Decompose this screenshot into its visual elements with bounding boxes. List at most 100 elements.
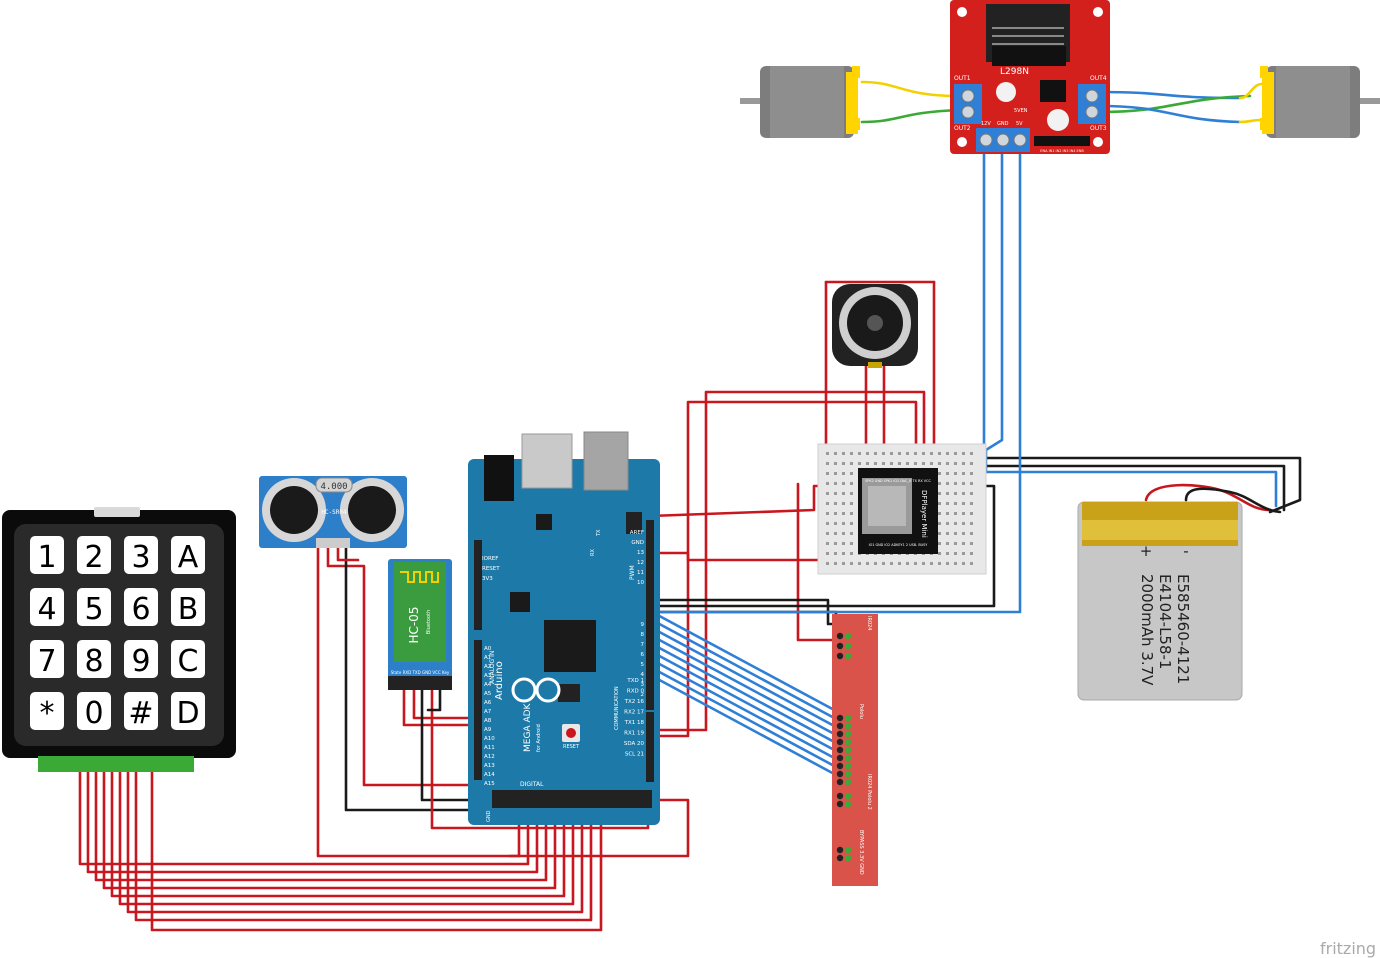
- breadboard-hole: [842, 472, 845, 475]
- arduino-reset-label: RESET: [563, 744, 580, 750]
- breadboard-hole: [954, 452, 957, 455]
- breadboard-hole: [842, 482, 845, 485]
- keypad-key-label: 3: [131, 540, 150, 575]
- breadboard-hole: [954, 522, 957, 525]
- arduino-pin-label: A4: [484, 682, 492, 688]
- breadboard-hole: [954, 542, 957, 545]
- arduino-pin-label: 11: [637, 570, 644, 576]
- breadboard-hole: [946, 482, 949, 485]
- motor-wires: [860, 80, 1264, 124]
- breadboard-hole: [834, 452, 837, 455]
- ir-pin: [836, 846, 844, 854]
- ir-pin: [836, 778, 844, 786]
- breadboard-hole: [834, 552, 837, 555]
- keypad-key: [30, 692, 64, 730]
- breadboard-hole: [834, 472, 837, 475]
- breadboard-hole: [946, 552, 949, 555]
- arduino-pin-label: TX1 18: [624, 720, 645, 726]
- arduino-tx-label: TX: [596, 529, 602, 537]
- breadboard-hole: [842, 502, 845, 505]
- breadboard-hole: [962, 512, 965, 515]
- breadboard-hole: [938, 522, 941, 525]
- breadboard-hole: [954, 462, 957, 465]
- driver-inputs-label: ENA IN1 IN2 IN3 IN4 ENB: [1040, 149, 1084, 153]
- arduino-pin-label: RX2 17: [624, 710, 644, 716]
- arduino-digital-label: DIGITAL: [520, 781, 544, 788]
- keypad-key-label: C: [178, 644, 199, 679]
- arduino-pin-label: A10: [484, 736, 495, 742]
- breadboard-hole: [826, 462, 829, 465]
- arduino-pin-label: A9: [484, 727, 492, 733]
- breadboard-hole: [898, 562, 901, 565]
- arduino-pin-label: A1: [484, 655, 491, 661]
- ir-pin: [844, 652, 852, 660]
- bluetooth-pins-label: State RXD TXD GND VCC Key: [391, 670, 450, 675]
- driver-out3-label: OUT3: [1090, 125, 1107, 132]
- ir-sensor-strip: IR024 Pololu IR024 Pololu 2 BYPASS 3.3V …: [832, 614, 878, 886]
- breadboard-hole: [874, 452, 877, 455]
- breadboard-hole: [842, 532, 845, 535]
- breadboard-hole: [954, 532, 957, 535]
- ir-pin: [844, 738, 852, 746]
- breadboard-hole: [834, 542, 837, 545]
- lipo-battery: + - E585460-4121 E4104-L58-1 2000mAh 3.7…: [1077, 501, 1243, 701]
- breadboard-hole: [842, 522, 845, 525]
- ir-pin: [836, 746, 844, 754]
- breadboard-hole: [850, 492, 853, 495]
- keypad-key-label: 6: [131, 592, 150, 627]
- breadboard-hole: [970, 472, 973, 475]
- breadboard-hole: [946, 492, 949, 495]
- l298n-driver: L298N OUT1 OUT2 OUT4 OUT3 12V GND 5V 5VE…: [950, 0, 1110, 154]
- breadboard-hole: [930, 452, 933, 455]
- breadboard-hole: [850, 482, 853, 485]
- breadboard-hole: [850, 462, 853, 465]
- arduino-pin-label: RX1 19: [624, 731, 644, 737]
- arduino-rx-label: RX: [590, 549, 596, 556]
- breadboard-hole: [874, 462, 877, 465]
- breadboard-hole: [890, 462, 893, 465]
- ir-pin: [844, 754, 852, 762]
- breadboard-hole: [954, 502, 957, 505]
- breadboard-hole: [970, 492, 973, 495]
- ir-pin: [836, 754, 844, 762]
- breadboard-hole: [834, 492, 837, 495]
- dfplayer-mini: DFPlayer Mini SPK2 GND SPK1 IO2 DAC_R TX…: [858, 468, 938, 554]
- ir-pin: [844, 722, 852, 730]
- breadboard-hole: [946, 502, 949, 505]
- bluetooth-sub-label: Bluetooth: [426, 610, 432, 634]
- arduino-pin-label: SCL 21: [625, 752, 644, 758]
- ir-label-2: Pololu: [858, 704, 864, 719]
- keypad-key: [30, 536, 64, 574]
- breadboard-hole: [946, 472, 949, 475]
- breadboard-hole: [834, 482, 837, 485]
- keypad-key-label: 4: [37, 592, 56, 627]
- battery-plus: +: [1140, 542, 1153, 560]
- ir-pin: [844, 762, 852, 770]
- keypad-face: [14, 524, 224, 746]
- breadboard-hole: [954, 492, 957, 495]
- breadboard-hole: [842, 452, 845, 455]
- breadboard-hole: [954, 552, 957, 555]
- ir-pin: [836, 762, 844, 770]
- breadboard-hole: [898, 452, 901, 455]
- battery-line3: 2000mAh 3.7V: [1138, 574, 1156, 686]
- breadboard-hole: [850, 542, 853, 545]
- motor-left: [740, 66, 860, 138]
- keypad-key: [124, 692, 158, 730]
- arduino-pin-label: A6: [484, 700, 492, 706]
- ir-pin: [836, 642, 844, 650]
- breadboard-hole: [970, 482, 973, 485]
- breadboard-hole: [858, 462, 861, 465]
- arduino-pin-label: TXD 1: [626, 678, 644, 684]
- breadboard-hole: [826, 502, 829, 505]
- keypad-key: [124, 640, 158, 678]
- arduino-comm-label: COMMUNICATION: [614, 686, 620, 730]
- keypad-key: [171, 536, 205, 574]
- breadboard-hole: [970, 522, 973, 525]
- ir-pin: [844, 730, 852, 738]
- breadboard-hole: [834, 562, 837, 565]
- driver-out2-label: OUT2: [954, 125, 971, 132]
